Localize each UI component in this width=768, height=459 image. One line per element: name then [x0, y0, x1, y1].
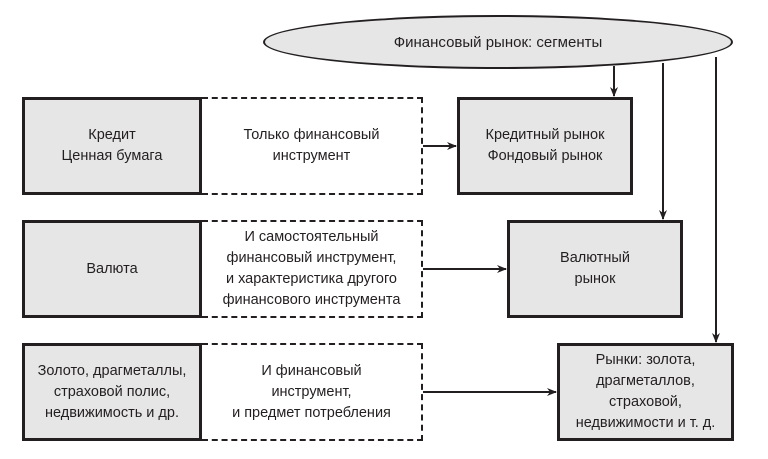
role-label: И финансовый инструмент, и предмет потре… — [232, 362, 391, 421]
market-label: Рынки: золота, драгметаллов, страховой, … — [575, 352, 716, 431]
diagram-title: Финансовый рынок: сегменты — [393, 33, 603, 51]
object-box-credit: Кредит Ценная бумага — [22, 97, 202, 195]
market-label: Валютный рынок — [560, 250, 630, 287]
market-box-other: Рынки: золота, драгметаллов, страховой, … — [557, 343, 734, 441]
object-label: Золото, драгметаллы, страховой полис, не… — [37, 362, 187, 421]
title-ellipse: Финансовый рынок: сегменты — [263, 15, 733, 69]
object-label: Валюта — [86, 260, 138, 277]
market-box-credit: Кредитный рынок Фондовый рынок — [457, 97, 633, 195]
object-box-currency: Валюта — [22, 220, 202, 318]
role-label: Только финансовый инструмент — [243, 127, 380, 164]
object-box-other: Золото, драгметаллы, страховой полис, не… — [22, 343, 202, 441]
object-label: Кредит Ценная бумага — [61, 127, 163, 164]
market-box-currency: Валютный рынок — [507, 220, 683, 318]
role-box-other: И финансовый инструмент, и предмет потре… — [200, 343, 423, 441]
role-box-currency: И самостоятельный финансовый инструмент,… — [200, 220, 423, 318]
market-label: Кредитный рынок Фондовый рынок — [485, 127, 605, 164]
role-box-credit: Только финансовый инструмент — [200, 97, 423, 195]
role-label: И самостоятельный финансовый инструмент,… — [222, 229, 401, 308]
